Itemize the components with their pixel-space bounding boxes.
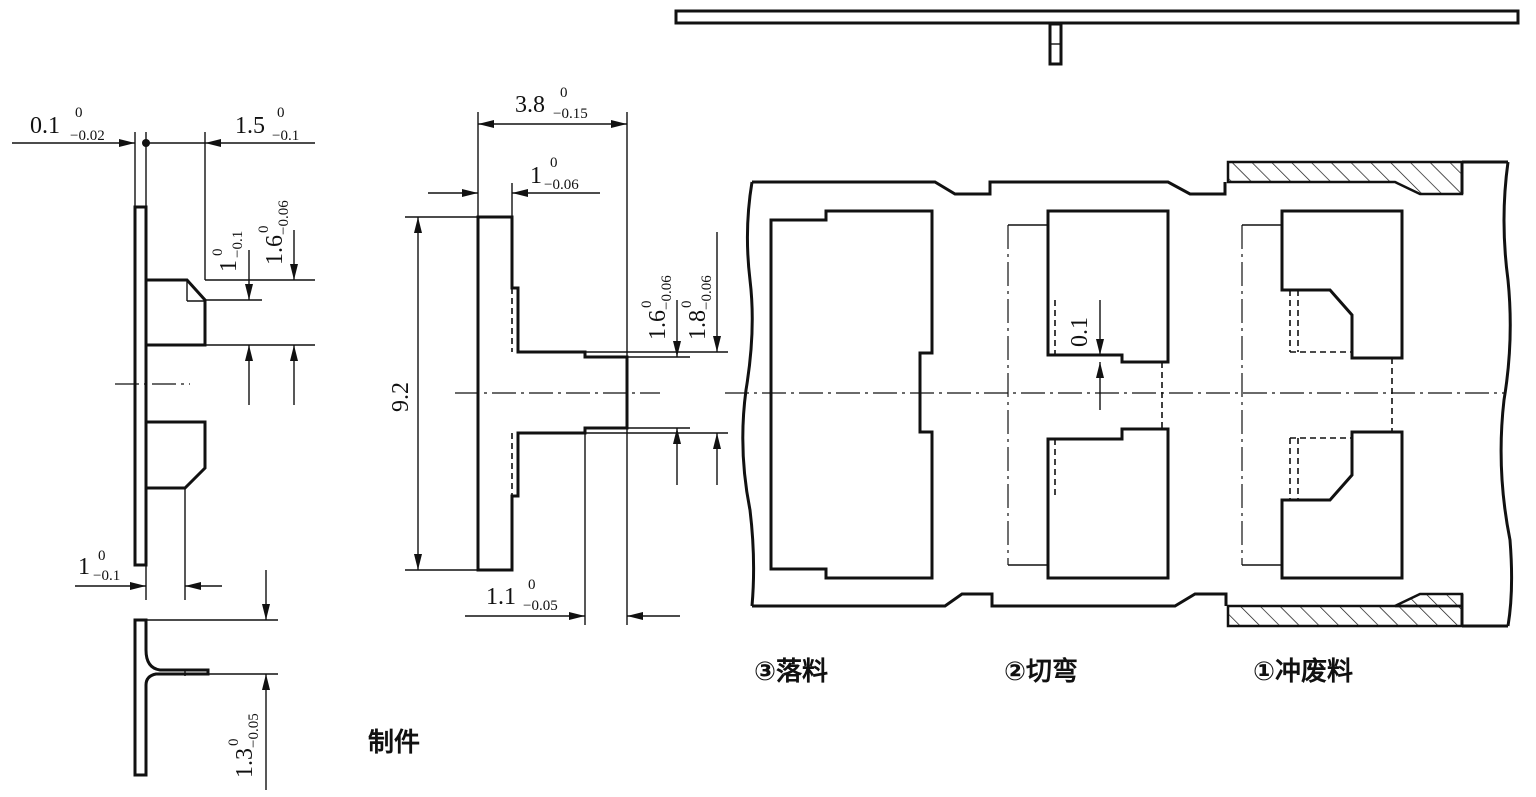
blank-view (455, 215, 660, 572)
dim-lower: −0.1 (230, 231, 246, 258)
dim-base: 1.6 (645, 310, 671, 340)
dim-base: 1.1 (486, 584, 516, 610)
dim-upper: 0 (679, 301, 695, 309)
dim-base: 0.1 (30, 113, 60, 139)
station-1-label: ①冲废料 (1253, 656, 1353, 687)
dim-base: 1.6 (262, 235, 288, 265)
dim-base: 1.8 (685, 310, 711, 340)
dim-lower: −0.06 (659, 275, 675, 310)
blank-dimensions (405, 112, 728, 625)
dim-lower: −0.05 (523, 598, 558, 614)
dim-upper: 0 (550, 155, 558, 171)
dim-base: 1 (78, 554, 90, 580)
dim-upper: 0 (210, 249, 226, 257)
dim-1-part-bottom: 1 0 −0.1 (78, 548, 120, 584)
dim-upper: 0 (226, 739, 242, 747)
dim-upper: 0 (560, 85, 568, 101)
dim-base: 9.2 (388, 382, 414, 412)
part-front-view (115, 205, 207, 600)
dim-lower: −0.06 (544, 177, 579, 193)
dim-lower: −0.15 (553, 106, 588, 122)
dim-0.1: 0.1 0 −0.02 (30, 105, 105, 144)
dim-1.1: 1.1 0 −0.05 (486, 577, 558, 614)
dim-1.6-part: 1.6 0 −0.06 (256, 200, 292, 265)
dim-base: 3.8 (515, 92, 545, 118)
dim-base: 1 (216, 260, 242, 272)
dim-upper: 0 (75, 105, 83, 121)
dim-1.3: 1.3 0 −0.05 (226, 713, 262, 778)
part-label: 制件 (368, 728, 420, 758)
dim-1-part-vert: 1 0 −0.1 (210, 231, 246, 272)
dim-0.1-strip: 0.1 (1067, 317, 1093, 347)
part-dimensions (12, 132, 315, 790)
dim-3.8: 3.8 0 −0.15 (515, 85, 588, 122)
dim-upper: 0 (639, 301, 655, 309)
strip-layout (725, 160, 1514, 628)
dim-lower: −0.1 (93, 568, 120, 584)
dim-1.8: 1.8 0 −0.06 (679, 275, 715, 340)
dim-base: 1.5 (235, 113, 265, 139)
dim-lower: −0.06 (699, 275, 715, 310)
dim-1.5: 1.5 0 −0.1 (235, 105, 299, 144)
dim-lower: −0.1 (272, 128, 299, 144)
dim-lower: −0.02 (70, 128, 105, 144)
dim-upper: 0 (256, 226, 272, 234)
strip-side-view (674, 9, 1520, 66)
dim-base: 1 (530, 163, 542, 189)
dim-base: 1.3 (232, 748, 258, 778)
dim-base: 0.1 (1067, 317, 1093, 347)
dim-upper: 0 (277, 105, 285, 121)
station-2-label: ②切弯 (1004, 656, 1078, 687)
dim-1.6-blank: 1.6 0 −0.06 (639, 275, 675, 340)
dim-upper: 0 (98, 548, 106, 564)
dim-1-blank: 1 0 −0.06 (530, 155, 579, 193)
dim-lower: −0.06 (276, 200, 292, 235)
part-side-view (133, 618, 210, 777)
dim-upper: 0 (528, 577, 536, 593)
dim-lower: −0.05 (246, 713, 262, 748)
station-3-label: ③落料 (754, 657, 828, 687)
dim-9.2: 9.2 (388, 382, 414, 412)
